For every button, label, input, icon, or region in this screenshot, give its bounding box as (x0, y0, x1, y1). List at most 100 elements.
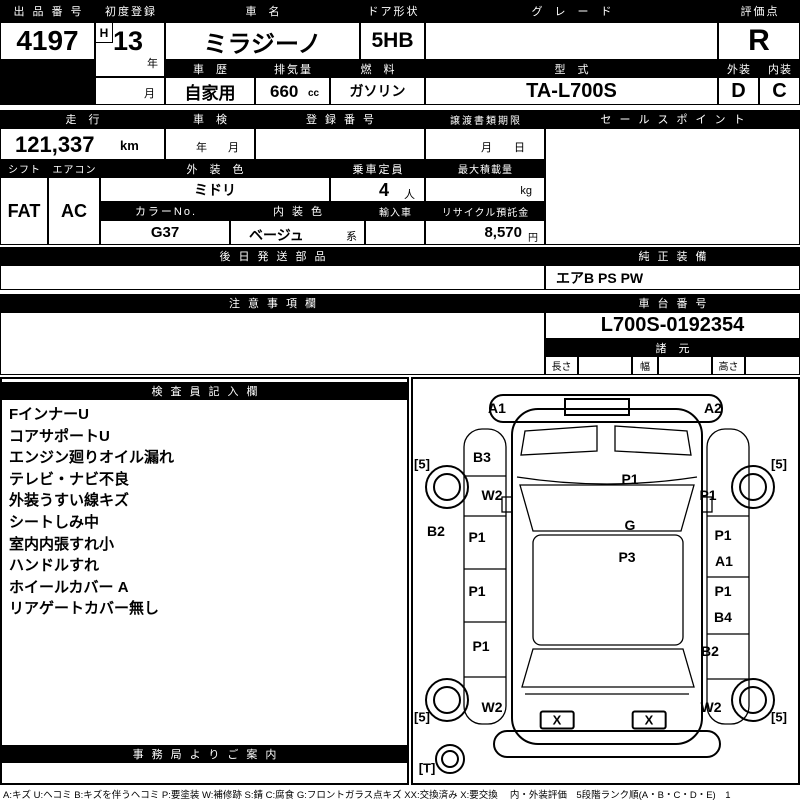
interior-grade-value: C (759, 77, 800, 105)
hood-vent-left (520, 425, 598, 456)
damage-mark-p1: P1 (714, 583, 732, 599)
recycle-deposit-label: リサイクル預託金 (425, 202, 545, 220)
door-shape-value: 5HB (360, 22, 425, 60)
later-parts-value (0, 265, 545, 290)
first-reg-month-suffix: 月 (144, 88, 155, 100)
max-load-cell: kg (425, 177, 545, 202)
inspection-note-line: 外装うすい線キズ (9, 492, 130, 510)
recycle-deposit-value: 8,570 (484, 224, 522, 241)
damage-mark-p1: P1 (699, 487, 717, 503)
equipment-label: 純正装備 (545, 247, 800, 265)
history-value: 自家用 (165, 77, 255, 105)
license-plate (564, 398, 630, 416)
roof (532, 534, 684, 646)
displacement-label: 排気量 (255, 60, 330, 77)
recycle-deposit-unit: 円 (528, 233, 538, 244)
mileage-unit: km (120, 138, 139, 153)
interior-color-value: ベージュ (249, 227, 304, 243)
damage-mark-g: G (624, 517, 636, 533)
reg-no-value (255, 128, 425, 160)
inspection-note-line: エンジン廻りオイル漏れ (9, 449, 175, 467)
damage-mark-b2: B2 (701, 643, 719, 659)
transfer-day-suffix: 日 (514, 142, 525, 154)
inspection-note-line: テレビ・ナビ不良 (9, 470, 130, 488)
rear-bumper (493, 730, 721, 758)
first-reg-label: 初度登録 (95, 0, 165, 22)
inspection-note-line: ホイールカバー A (9, 578, 129, 596)
interior-grade-label: 内装 (759, 60, 800, 77)
fuel-value: ガソリン (330, 77, 425, 105)
car-outline-diagram (425, 394, 775, 774)
rear-window (521, 648, 695, 688)
equipment-value: エアB PS PW (545, 265, 800, 290)
capacity-label: 乗車定員 (330, 160, 425, 177)
auction-no-label: 出品番号 (0, 0, 95, 22)
damage-mark-w2: W2 (481, 699, 503, 715)
import-value (365, 220, 425, 245)
transfer-deadline-cell: 月 日 (425, 128, 545, 160)
width-label: 幅 (632, 356, 658, 375)
aircon-label: エアコン (48, 160, 100, 177)
inspection-note-line: ハンドルすれ (9, 557, 100, 575)
shaken-year-suffix: 年 (196, 142, 207, 154)
wheel-rear-right (731, 678, 775, 722)
fuel-label: 燃料 (330, 60, 425, 77)
damage-mark-b2: B2 (427, 523, 445, 539)
capacity-value: 4 (379, 180, 390, 200)
damage-mark-b3: B3 (473, 449, 491, 465)
tire-mark: [T] (418, 760, 436, 776)
reg-no-label: 登録番号 (255, 110, 425, 128)
later-parts-label: 後日発送部品 (0, 247, 545, 265)
width-value (658, 356, 712, 375)
interior-color-suffix: 系 (346, 231, 357, 243)
length-label: 長さ (545, 356, 578, 375)
tire-mark: [5] (771, 709, 787, 725)
shaken-cell: 年 月 (165, 128, 255, 160)
grade-label: グレード (425, 0, 718, 22)
inspector-notes-label: 検査員記入欄 (2, 382, 407, 400)
aircon-value: AC (48, 177, 100, 245)
wheel-front-right (731, 465, 775, 509)
score-value: R (718, 22, 800, 60)
front-bumper (489, 394, 723, 423)
damage-mark-p1: P1 (714, 527, 732, 543)
caution-label: 注意事項欄 (0, 294, 545, 312)
mileage-label: 走行 (0, 110, 165, 128)
car-body (511, 408, 703, 745)
car-name-value: ミラジーノ (165, 22, 360, 60)
cowl-line (516, 476, 698, 485)
exterior-grade-label: 外装 (718, 60, 759, 77)
dimensions-label: 諸元 (545, 339, 800, 356)
damage-mark-x: X (539, 710, 575, 730)
inspection-note-line: FインナーU (9, 406, 89, 423)
mileage-value: 121,337 (15, 132, 95, 157)
caution-value (0, 312, 545, 375)
inspection-note-line: シートしみ中 (9, 513, 100, 531)
shift-value: FAT (0, 177, 48, 245)
damage-mark-p1: P1 (468, 583, 486, 599)
inspection-note-line: 室内内張すれ小 (9, 535, 115, 553)
tire-mark: [5] (414, 709, 430, 725)
wheel-rear-left (425, 678, 469, 722)
wheel-front-left (425, 465, 469, 509)
damage-mark-p1: P1 (472, 638, 490, 654)
tire-mark: [5] (771, 456, 787, 472)
color-no-label: カラーNo. (100, 202, 230, 220)
damage-mark-a1: A1 (488, 400, 506, 416)
recycle-deposit-cell: 8,570 円 (425, 220, 545, 245)
shaken-label: 車検 (165, 110, 255, 128)
damage-mark-w2: W2 (481, 487, 503, 503)
sales-points-value (545, 128, 800, 245)
mirror-left (501, 496, 513, 513)
damage-mark-p1: P1 (468, 529, 486, 545)
tire-mark: [5] (414, 456, 430, 472)
score-label: 評価点 (718, 0, 800, 22)
chassis-no-label: 車台番号 (545, 294, 800, 312)
damage-mark-b4: B4 (714, 609, 732, 625)
capacity-cell: 4 人 (330, 177, 425, 202)
side-panel-left (463, 428, 507, 725)
